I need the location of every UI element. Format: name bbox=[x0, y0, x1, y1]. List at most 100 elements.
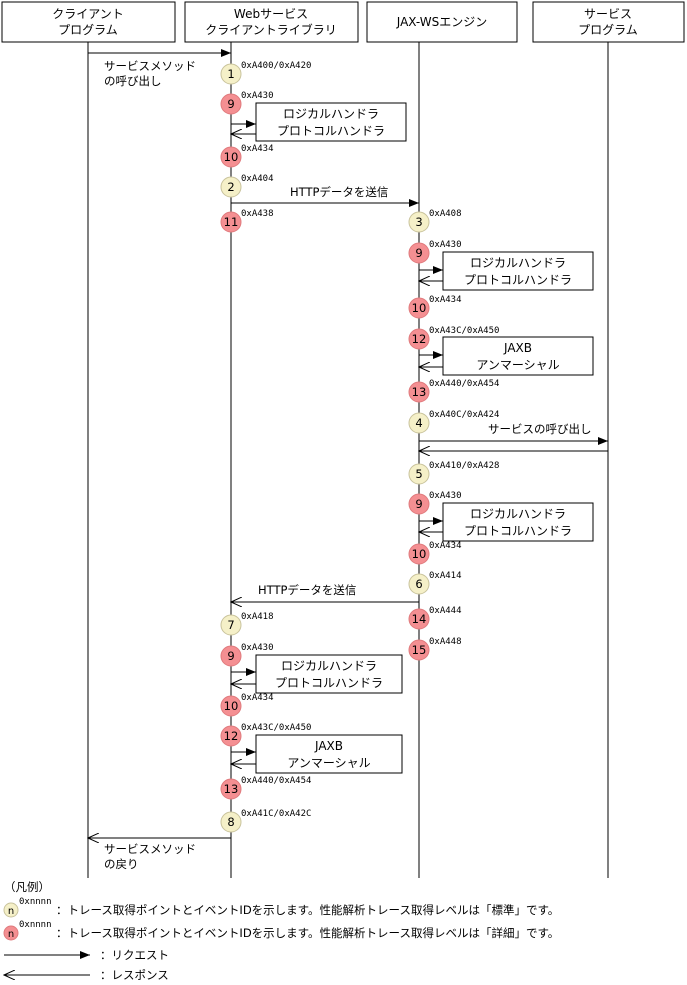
jaxb-box-line1: JAXB bbox=[503, 341, 532, 355]
jaxb-box-line2: アンマーシャル bbox=[287, 756, 370, 770]
trace-point-circle bbox=[408, 381, 430, 403]
trace-point-event-id: 0xA408 bbox=[429, 209, 462, 219]
trace-point-event-id: 0xA434 bbox=[241, 144, 274, 154]
trace-point-circle bbox=[220, 725, 242, 747]
message-service-method-call: サービスメソッド の呼び出し bbox=[88, 49, 231, 88]
trace-point-circle bbox=[408, 639, 430, 661]
legend-detail-text: ：トレース取得ポイントとイベントIDを示します。性能解析トレース取得レベルは「詳… bbox=[56, 926, 559, 940]
trace-point-number: 6 bbox=[415, 577, 422, 591]
trace-point-circle bbox=[220, 614, 242, 636]
legend-standard-text: ：トレース取得ポイントとイベントIDを示します。性能解析トレース取得レベルは「標… bbox=[56, 903, 559, 917]
trace-point-number: 11 bbox=[224, 215, 239, 229]
trace-point-3: 3 0xA408 bbox=[408, 209, 462, 233]
trace-points: 10xA400/0xA42090xA430100xA43420xA404110x… bbox=[220, 61, 499, 833]
trace-point-number: 9 bbox=[227, 649, 234, 663]
handler-box: ロジカルハンドラ プロトコルハンドラ bbox=[231, 654, 403, 694]
trace-point-number: 9 bbox=[415, 246, 422, 260]
trace-point-event-id: 0xA438 bbox=[241, 209, 274, 219]
trace-point-number: 5 bbox=[415, 467, 422, 481]
trace-point-number: 9 bbox=[227, 97, 234, 111]
trace-point-number: 12 bbox=[224, 729, 239, 743]
participant-service: サービス プログラム bbox=[532, 1, 685, 43]
message-http-send-response: HTTPデータを送信 bbox=[231, 583, 419, 602]
trace-point-event-id: 0xA448 bbox=[429, 637, 462, 647]
trace-point-event-id: 0xA434 bbox=[429, 295, 462, 305]
trace-point-number: 3 bbox=[415, 215, 422, 229]
participant-wslib-line2: クライアントライブラリ bbox=[205, 22, 337, 37]
participant-service-line1: サービス bbox=[584, 7, 632, 21]
handler-box-line2: プロトコルハンドラ bbox=[277, 124, 385, 138]
trace-point-number: 7 bbox=[227, 618, 234, 632]
trace-point-event-id: 0xA434 bbox=[429, 541, 462, 551]
trace-point-circle bbox=[220, 645, 242, 667]
legend-n: n bbox=[8, 929, 14, 940]
trace-point-circle bbox=[408, 412, 430, 434]
trace-point-number: 10 bbox=[412, 301, 427, 315]
participant-wslib: Webサービス クライアントライブラリ bbox=[184, 1, 359, 43]
message-label: の戻り bbox=[104, 857, 139, 871]
message-service-invoke: サービスの呼び出し bbox=[419, 422, 608, 451]
message-label: サービスの呼び出し bbox=[488, 422, 592, 436]
message-label: サービスメソッド bbox=[104, 842, 196, 856]
jaxb-box: JAXB アンマーシャル bbox=[419, 336, 594, 376]
trace-point-event-id: 0xA434 bbox=[241, 693, 274, 703]
participant-client-line1: クライアント bbox=[52, 7, 124, 21]
legend-standard: n 0xnnnn ：トレース取得ポイントとイベントIDを示します。性能解析トレー… bbox=[3, 897, 559, 918]
participant-jaxws-line1: JAX-WSエンジン bbox=[396, 15, 488, 29]
trace-point-circle bbox=[408, 328, 430, 350]
handler-box: ロジカルハンドラ プロトコルハンドラ bbox=[419, 502, 594, 542]
trace-point-number: 14 bbox=[412, 612, 427, 626]
message-label: の呼び出し bbox=[104, 74, 162, 88]
trace-point-number: 2 bbox=[227, 180, 234, 194]
participant-client: クライアント プログラム bbox=[1, 1, 176, 43]
legend-standard-circle bbox=[3, 902, 19, 918]
trace-point-circle bbox=[408, 608, 430, 630]
handler-box-line1: ロジカルハンドラ bbox=[470, 507, 566, 521]
trace-point-circle bbox=[220, 211, 242, 233]
participant-client-line2: プログラム bbox=[58, 23, 118, 37]
message-http-send-request: HTTPデータを送信 bbox=[231, 185, 419, 207]
legend-n: n bbox=[8, 906, 14, 917]
trace-point-event-id: 0xA440/0xA454 bbox=[429, 379, 499, 389]
trace-point-circle bbox=[408, 573, 430, 595]
jaxb-box-line1: JAXB bbox=[314, 739, 343, 753]
legend-request-text: ：リクエスト bbox=[100, 948, 169, 962]
trace-point-9: 9 0xA430 bbox=[408, 240, 462, 264]
participant-jaxws: JAX-WSエンジン bbox=[366, 1, 518, 43]
trace-point-event-id: 0xA430 bbox=[429, 491, 462, 501]
trace-point-event-id: 0xA410/0xA428 bbox=[429, 461, 499, 471]
trace-point-6: 6 0xA414 bbox=[408, 571, 462, 595]
trace-point-number: 10 bbox=[224, 699, 239, 713]
handler-box: ロジカルハンドラ プロトコルハンドラ bbox=[231, 102, 407, 142]
trace-point-circle bbox=[220, 811, 242, 833]
message-label: HTTPデータを送信 bbox=[290, 185, 388, 199]
trace-point-5: 5 0xA410/0xA428 bbox=[408, 461, 499, 485]
trace-point-circle bbox=[408, 543, 430, 565]
trace-point-event-id: 0xA40C/0xA424 bbox=[429, 410, 499, 420]
message-service-method-return: サービスメソッド の戻り bbox=[88, 838, 231, 871]
trace-point-event-id: 0xA430 bbox=[429, 240, 462, 250]
legend-code: 0xnnnn bbox=[19, 920, 52, 930]
participant-service-line2: プログラム bbox=[578, 23, 638, 37]
trace-point-event-id: 0xA440/0xA454 bbox=[241, 776, 311, 786]
trace-point-number: 13 bbox=[224, 782, 239, 796]
trace-point-event-id: 0xA43C/0xA450 bbox=[429, 326, 499, 336]
trace-point-circle bbox=[220, 176, 242, 198]
trace-point-event-id: 0xA414 bbox=[429, 571, 462, 581]
trace-point-circle bbox=[220, 695, 242, 717]
legend-title: （凡例） bbox=[4, 880, 50, 894]
trace-point-circle bbox=[408, 463, 430, 485]
legend-code: 0xnnnn bbox=[19, 897, 52, 907]
